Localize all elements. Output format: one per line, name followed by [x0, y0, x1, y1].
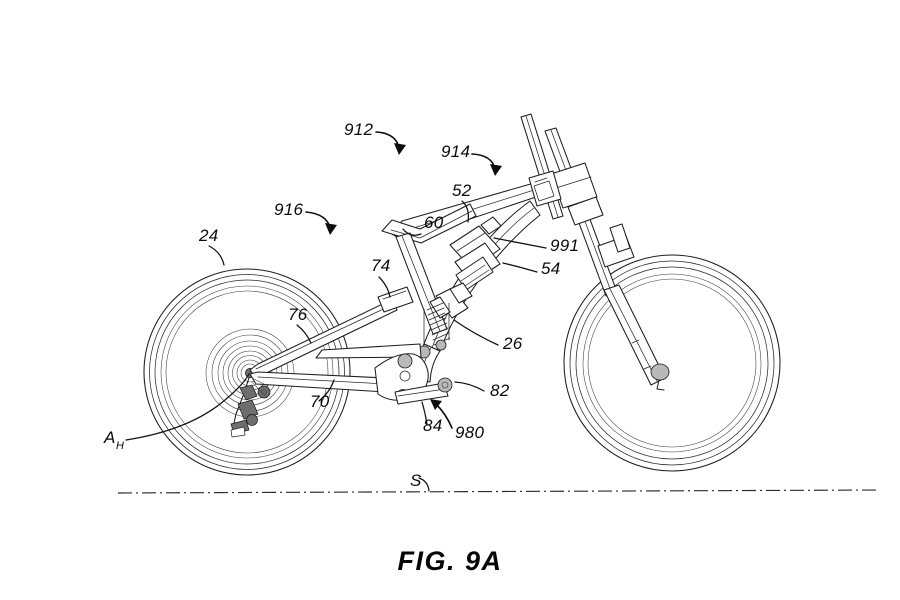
- leader-74: [378, 276, 391, 298]
- ref-914: 914: [441, 142, 470, 161]
- leader-84: [421, 401, 428, 425]
- seat-clamp-window: [533, 180, 555, 202]
- rear-tire-mid: [149, 274, 345, 470]
- seat-stay-rocker-pad: [377, 286, 414, 313]
- leader-60: [402, 228, 422, 236]
- ref-24: 24: [198, 226, 219, 245]
- seat-tube-ridge: [401, 235, 441, 332]
- arrowhead-916: [325, 223, 337, 235]
- rocker-pad-line: [382, 290, 407, 300]
- arrowhead-914: [490, 164, 502, 176]
- seat-tube-74: [395, 232, 448, 335]
- front-fork-group: [544, 127, 670, 391]
- headset-lower-clamp: [567, 196, 604, 226]
- headset-clamp-line: [555, 176, 592, 189]
- seat-clamp-detail-1: [534, 177, 548, 183]
- derailleur-cage-tip: [230, 426, 246, 438]
- ref-54: 54: [541, 259, 561, 278]
- shock-coil-spring: [423, 302, 451, 349]
- top-tube-ridge: [390, 210, 473, 239]
- leader-76: [296, 324, 312, 344]
- top-tube-60: [381, 203, 477, 244]
- ref-70: 70: [310, 392, 330, 411]
- derailleur-body-upper: [239, 384, 258, 401]
- derailleur-pulley-lower: [246, 414, 258, 426]
- lower-pivot-bore: [441, 381, 449, 389]
- leader-54: [502, 262, 538, 273]
- ground-line: [117, 489, 881, 494]
- lower-pivot-82: [437, 377, 453, 393]
- leader-991: [493, 237, 547, 249]
- leader-24: [208, 245, 225, 266]
- ref-AH-subscript: H: [116, 440, 124, 452]
- ref-S: S: [410, 471, 422, 490]
- leader-S: [418, 477, 430, 492]
- ground-line-group: [117, 477, 881, 494]
- front-axle-hub: [650, 363, 670, 381]
- battery-upper-line: [456, 232, 486, 252]
- battery-lower-line: [460, 264, 486, 282]
- ref-60: 60: [424, 213, 444, 232]
- arrowhead-980: [430, 399, 442, 410]
- ref-52: 52: [452, 181, 472, 200]
- shock-reservoir: [449, 282, 473, 304]
- lower-link-group: [394, 377, 453, 405]
- leader-82: [454, 381, 485, 392]
- reference-numerals-group: 912 914 916 52 60 24 991 54 74 76 26 70 …: [103, 120, 579, 490]
- battery-pack-group: [449, 216, 502, 291]
- rear-derailleur-group: [230, 377, 271, 438]
- ref-916: 916: [274, 200, 304, 219]
- chain-segment: [251, 377, 269, 397]
- pivot-hole: [399, 370, 411, 382]
- front-tire-outer: [563, 254, 781, 472]
- leader-52: [461, 200, 469, 223]
- leader-lines-group: [125, 131, 547, 441]
- swingarm-group: [249, 286, 429, 403]
- ref-76: 76: [288, 305, 308, 324]
- ref-991: 991: [550, 236, 579, 255]
- ref-82: 82: [490, 381, 510, 400]
- ref-84: 84: [423, 416, 443, 435]
- fork-brake-mount-1: [631, 339, 640, 344]
- battery-connector-tab: [480, 216, 502, 235]
- front-tire-inner: [575, 266, 769, 460]
- rear-rim-inner: [165, 290, 329, 454]
- rear-shock-group: [417, 282, 473, 359]
- chain-stay-upper-arm: [315, 343, 422, 359]
- chain-stay-ridge: [257, 376, 387, 385]
- front-tire-mid: [569, 260, 775, 466]
- derailleur-pulley-upper: [257, 385, 271, 399]
- lower-link-84: [394, 382, 449, 405]
- pivot-upper: [397, 353, 413, 369]
- rear-tire-inner: [154, 279, 340, 465]
- front-rim-inner: [587, 278, 757, 448]
- ref-AH: A: [103, 428, 116, 447]
- leader-AH: [125, 373, 250, 441]
- leader-26: [453, 319, 499, 346]
- fork-lower-ridge: [609, 288, 658, 382]
- fork-crown-tab: [609, 223, 631, 253]
- battery-lower-line-2: [464, 269, 490, 287]
- rear-tire-outer: [143, 268, 351, 476]
- leader-70: [318, 379, 335, 402]
- rear-wheel-group: [143, 268, 351, 476]
- arrowhead-912: [394, 143, 406, 155]
- front-rim-outer: [582, 273, 762, 453]
- fork-brake-mount-2: [643, 365, 652, 370]
- ref-26: 26: [502, 334, 523, 353]
- rear-rim-outer: [160, 285, 334, 459]
- front-dropout-tail: [656, 379, 665, 391]
- figure-caption: FIG. 9A: [397, 546, 502, 576]
- seat-stay-ridge: [255, 303, 395, 370]
- shock-lower-pivot: [435, 339, 447, 351]
- ref-980: 980: [455, 423, 485, 442]
- ref-912: 912: [344, 120, 374, 139]
- front-wheel-group: [563, 254, 781, 472]
- chain-stay-70: [249, 371, 387, 393]
- seat-stay-76: [249, 298, 398, 379]
- lower-link-ridge: [397, 388, 446, 397]
- ref-74: 74: [371, 256, 391, 275]
